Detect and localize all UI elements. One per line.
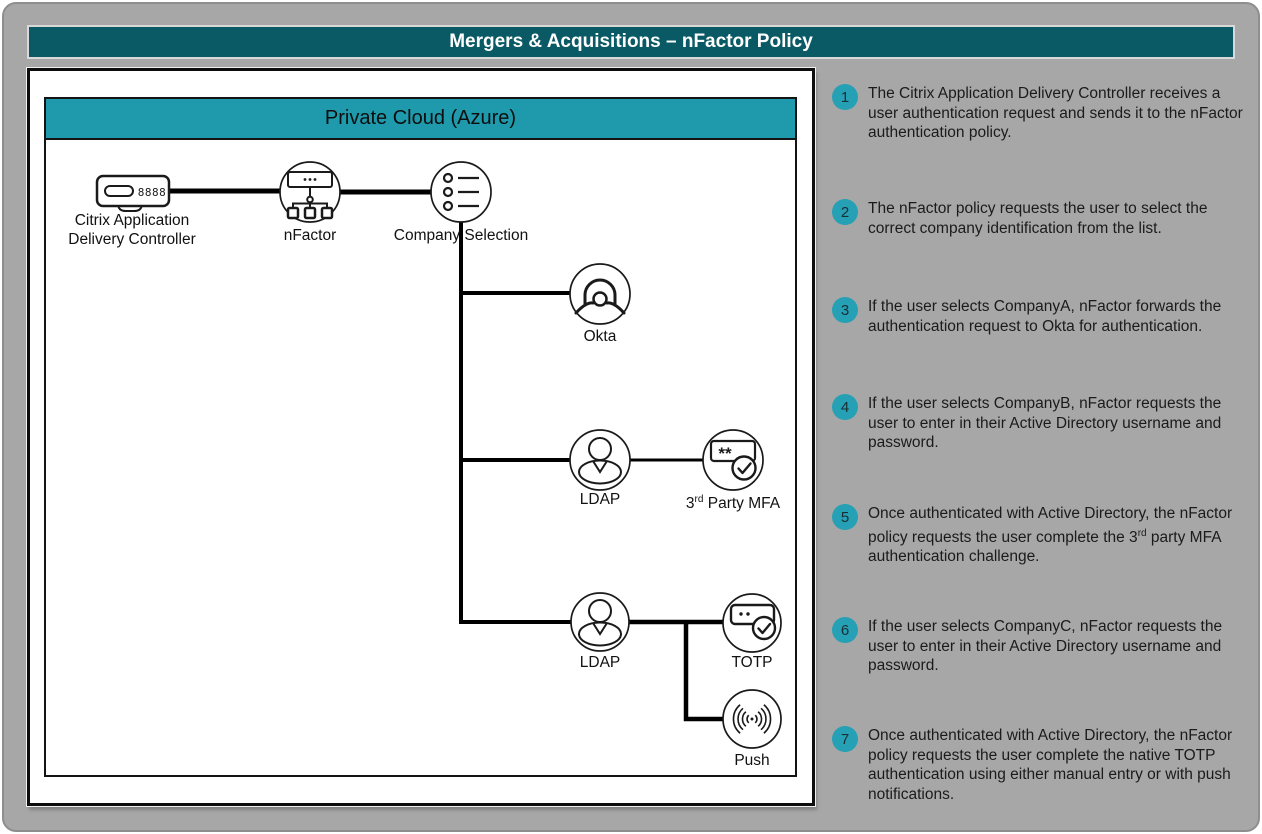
step-number: 7 <box>840 730 850 748</box>
push-label: Push <box>734 752 770 769</box>
mfa-label-ordinal: rd <box>694 494 704 505</box>
annotation-step: 7 Once authenticated with Active Directo… <box>832 726 1244 804</box>
step-text: The nFactor policy requests the user to … <box>868 200 1208 237</box>
annotation-step: 6 If the user selects CompanyC, nFactor … <box>832 617 1244 676</box>
step-text: If the user selects CompanyC, nFactor re… <box>868 618 1223 674</box>
ldap-b-label: LDAP <box>579 491 621 508</box>
company-selection-label: Company Selection <box>393 227 529 244</box>
mfa-label-text: Party MFA <box>703 495 781 513</box>
step-number: 1 <box>840 88 850 106</box>
ldap-c-label: LDAP <box>579 654 621 671</box>
step-text: The Citrix Application Delivery Controll… <box>868 85 1243 141</box>
private-cloud-header: Private Cloud (Azure) <box>46 99 795 140</box>
private-cloud-container: Private Cloud (Azure) <box>44 97 797 777</box>
annotation-step: 1 The Citrix Application Delivery Contro… <box>832 84 1244 143</box>
private-cloud-label: Private Cloud (Azure) <box>324 107 517 129</box>
annotation-step: 4 If the user selects CompanyB, nFactor … <box>832 394 1244 453</box>
step-number-badge: 3 <box>832 297 858 323</box>
step-text: If the user selects CompanyB, nFactor re… <box>868 395 1222 451</box>
step-text: If the user selects CompanyA, nFactor fo… <box>868 298 1222 335</box>
step-number: 6 <box>840 621 850 639</box>
step-number-badge: 2 <box>832 199 858 225</box>
step-number-badge: 4 <box>832 394 858 420</box>
step-number: 5 <box>840 508 850 526</box>
step-number: 3 <box>840 301 850 319</box>
step-number-badge: 7 <box>832 726 858 752</box>
third-party-mfa-label: 3rd Party MFA <box>663 490 803 513</box>
title-bar: Mergers & Acquisitions – nFactor Policy <box>27 25 1235 59</box>
annotation-step: 5 Once authenticated with Active Directo… <box>832 504 1244 567</box>
step-number: 2 <box>840 203 850 221</box>
step-number: 4 <box>840 398 850 416</box>
page-title: Mergers & Acquisitions – nFactor Policy <box>449 31 813 52</box>
step-number-badge: 5 <box>832 504 858 530</box>
okta-label: Okta <box>583 328 617 345</box>
totp-label: TOTP <box>731 654 773 671</box>
step-number-badge: 6 <box>832 617 858 643</box>
annotation-step: 3 If the user selects CompanyA, nFactor … <box>832 297 1244 336</box>
step-text: Once authenticated with Active Directory… <box>868 727 1233 803</box>
adc-label: Citrix Application Delivery Controller <box>68 212 196 248</box>
nfactor-label: nFactor <box>283 227 337 244</box>
annotation-step: 2 The nFactor policy requests the user t… <box>832 199 1244 238</box>
step-text: Once authenticated with Active Directory… <box>868 505 1233 566</box>
mfa-label-number: 3 <box>685 495 695 513</box>
step-number-badge: 1 <box>832 84 858 110</box>
